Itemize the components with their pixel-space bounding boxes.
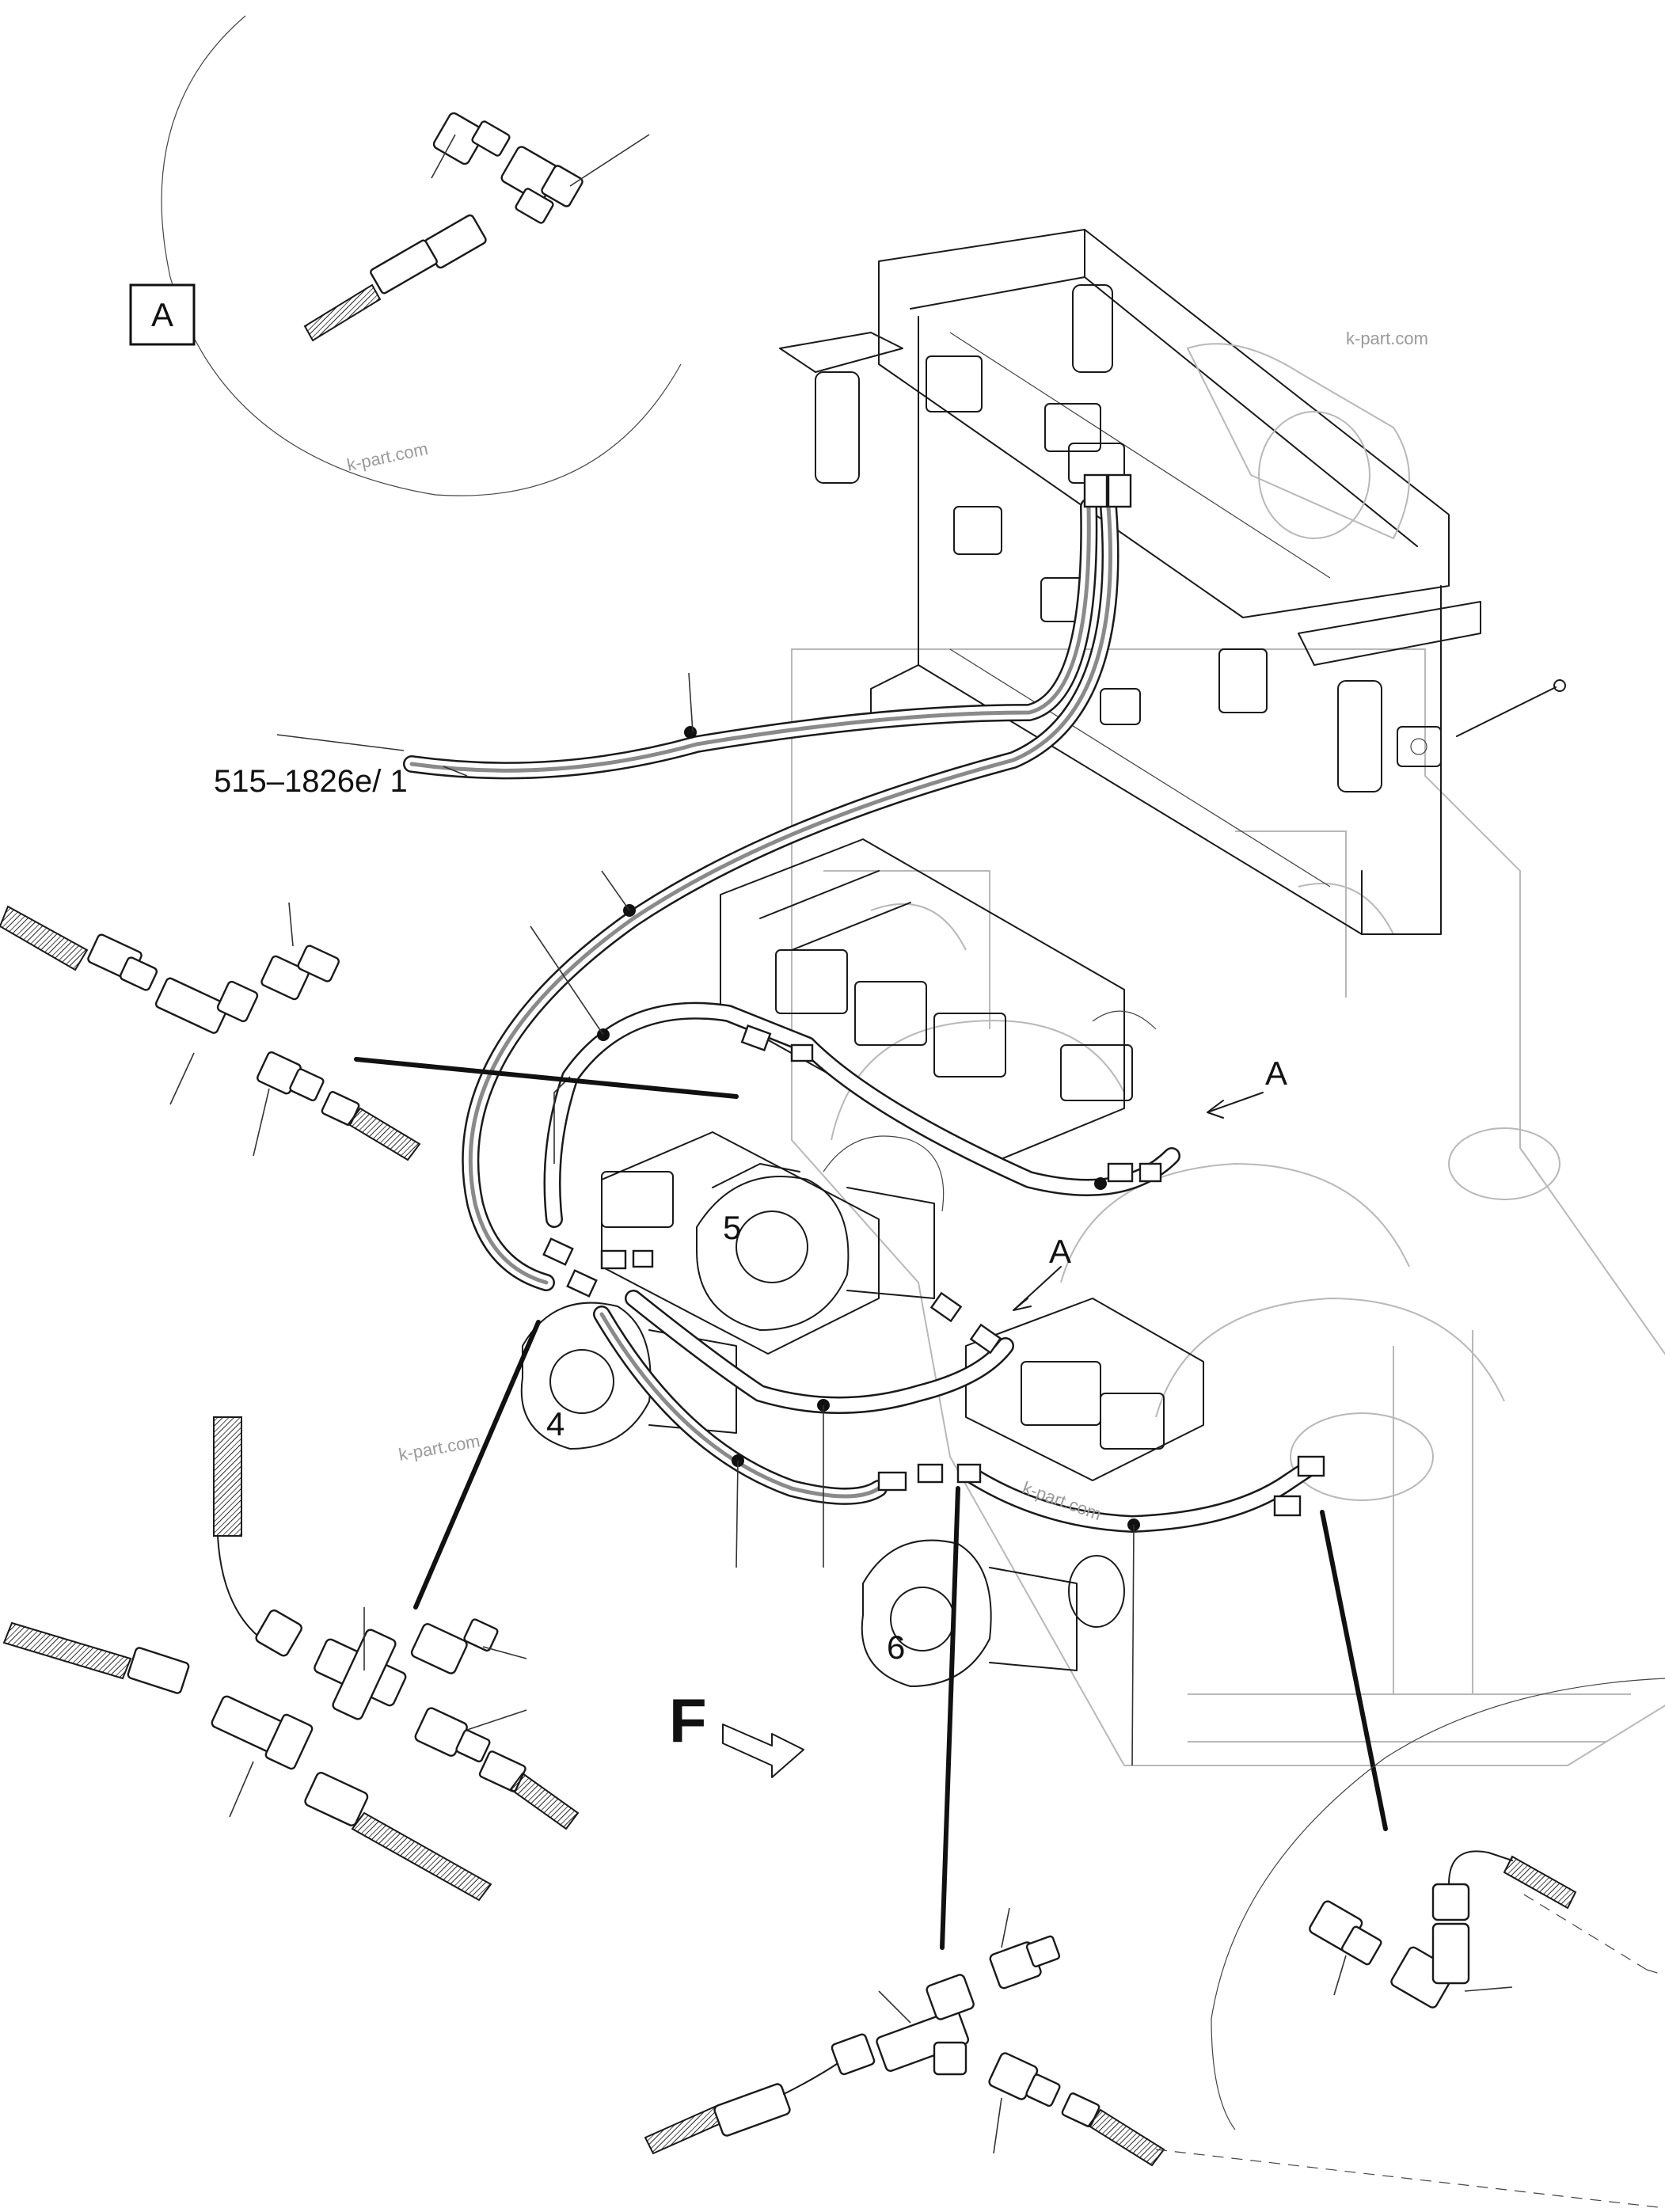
callout-pump-5: 5: [723, 1209, 741, 1246]
watermark-top-right: k-part.com: [1346, 329, 1428, 348]
watermark-middle-left: k-part.com: [397, 1431, 482, 1465]
hose-main-left: [403, 498, 1098, 780]
hose-end-braided: [303, 214, 487, 342]
detail-a-view: A: [129, 15, 682, 496]
callout-pump-6: 6: [887, 1629, 905, 1666]
callout-a-upper: A: [1265, 1055, 1287, 1092]
valve-mounting-frame: [779, 229, 1566, 935]
pointer-to-detail-tee-upper: [354, 1057, 739, 1099]
pointer-to-detail-elbow: [1320, 1510, 1388, 1831]
direction-arrow-icon: [722, 1724, 804, 1778]
arrow-pointer-icon: [1013, 1092, 1264, 1311]
hose-loop-large: [462, 498, 1120, 1291]
detail-box-a-label: A: [151, 296, 173, 333]
drawing-reference-number: 515–1826e/ 1: [214, 764, 408, 799]
pump-5: [696, 1163, 935, 1331]
hose-marker: [1094, 1177, 1107, 1190]
callout-a-lower: A: [1049, 1233, 1071, 1270]
elbow-fitting: [500, 146, 584, 224]
adapter-fitting: [432, 112, 511, 165]
watermark-top-left: k-part.com: [345, 439, 430, 475]
detail-cross-fitting: [2, 1416, 580, 1902]
detail-box-a: [129, 283, 196, 346]
detail-tee-lower: [644, 1907, 1165, 2167]
leader-lines: [276, 672, 1388, 1950]
hose-marker: [684, 726, 697, 739]
callout-pump-4: 4: [546, 1405, 565, 1442]
hose-loop-bottom: [593, 1306, 888, 1505]
hose-assemblies: [403, 473, 1325, 1533]
pointer-to-detail-cross: [413, 1320, 541, 1610]
central-valve-block: [601, 838, 1204, 1481]
gearbox-housing-ghost: [791, 648, 1665, 1766]
detail-elbow-view: [1155, 1678, 1665, 2209]
pointer-to-detail-tee-lower: [940, 1486, 960, 1950]
view-direction-label: F: [669, 1686, 707, 1755]
detail-tee-upper: [0, 902, 421, 1161]
